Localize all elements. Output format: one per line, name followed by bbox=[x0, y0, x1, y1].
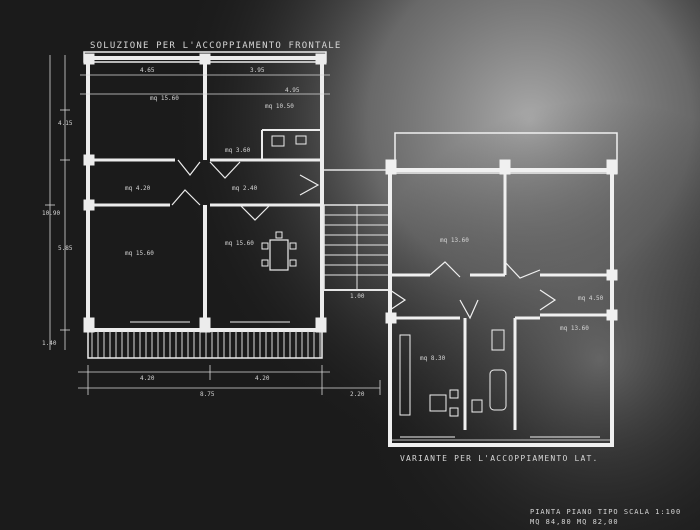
room-label: mq 4.50 bbox=[578, 295, 604, 302]
kitchen-table bbox=[429, 394, 447, 412]
pillar bbox=[315, 317, 327, 333]
dim-bottom-total: 8.75 bbox=[200, 391, 215, 398]
dim-hall: 1.00 bbox=[350, 293, 365, 300]
room-label: mq 15.60 bbox=[125, 250, 154, 257]
left-plan bbox=[83, 51, 327, 359]
dim-left-3: 5.85 bbox=[58, 245, 73, 252]
door-swing bbox=[504, 261, 541, 279]
chair bbox=[289, 259, 297, 267]
pillar bbox=[385, 312, 397, 324]
kitchen-counter bbox=[399, 334, 411, 416]
bathtub bbox=[489, 369, 507, 411]
door-swing bbox=[539, 289, 557, 311]
caption-line-1: PIANTA PIANO TIPO SCALA 1:100 bbox=[530, 508, 681, 516]
pillar bbox=[385, 159, 397, 175]
room-label: mq 2.40 bbox=[232, 185, 258, 192]
pillar bbox=[83, 53, 95, 65]
door-swing bbox=[171, 189, 201, 206]
dim-bottom-1: 4.20 bbox=[140, 375, 155, 382]
room-label: mq 13.60 bbox=[440, 237, 469, 244]
dim-left-1: 4.15 bbox=[58, 120, 73, 127]
room-label: mq 15.60 bbox=[150, 95, 179, 102]
bath-fixture bbox=[271, 135, 285, 147]
pillar bbox=[606, 309, 618, 321]
pillar bbox=[83, 199, 95, 211]
dim-top-1: 4.65 bbox=[140, 67, 155, 74]
dim-top-2: 3.95 bbox=[250, 67, 265, 74]
door-swing bbox=[429, 261, 461, 278]
balcony bbox=[87, 329, 323, 359]
chair bbox=[449, 389, 459, 399]
pillar bbox=[199, 53, 211, 65]
dim-left-4: 1.40 bbox=[42, 340, 57, 347]
door-swing bbox=[239, 204, 271, 221]
door-swing bbox=[177, 159, 201, 176]
dim-top-3: 4.95 bbox=[285, 87, 300, 94]
chair bbox=[261, 242, 269, 250]
dining-table bbox=[269, 239, 289, 271]
dimension-lines bbox=[45, 55, 381, 395]
pillar bbox=[83, 317, 95, 333]
pillar bbox=[199, 317, 211, 333]
chair bbox=[261, 259, 269, 267]
entry-door-swing bbox=[299, 174, 320, 196]
pillar bbox=[83, 154, 95, 166]
pillar bbox=[606, 269, 618, 281]
room-label: mq 4.20 bbox=[125, 185, 151, 192]
bath-fixture bbox=[491, 329, 505, 351]
right-plan bbox=[385, 132, 618, 447]
pillar bbox=[315, 53, 327, 65]
door-swing bbox=[459, 299, 479, 320]
room-label: mq 8.30 bbox=[420, 355, 446, 362]
door-swing bbox=[389, 289, 407, 311]
dim-left-2: 10.90 bbox=[42, 210, 60, 217]
drawing-title-bottom: VARIANTE PER L'ACCOPPIAMENTO LAT. bbox=[400, 454, 599, 463]
room-label: mq 3.60 bbox=[225, 147, 251, 154]
room-label: mq 13.60 bbox=[560, 325, 589, 332]
dim-bottom-right: 2.20 bbox=[350, 391, 365, 398]
room-label: mq 15.60 bbox=[225, 240, 254, 247]
bath-fixture bbox=[295, 135, 307, 145]
caption-line-2: MQ 84,80 MQ 82,00 bbox=[530, 518, 619, 526]
chair bbox=[449, 407, 459, 417]
drawing-title-top: SOLUZIONE PER L'ACCOPPIAMENTO FRONTALE bbox=[90, 41, 342, 51]
room-label: mq 10.50 bbox=[265, 103, 294, 110]
door-swing bbox=[209, 161, 241, 179]
right-outer-walls bbox=[388, 168, 614, 447]
dim-bottom-2: 4.20 bbox=[255, 375, 270, 382]
bath-fixture bbox=[471, 399, 483, 413]
pillar bbox=[499, 159, 511, 175]
pillar bbox=[606, 159, 618, 175]
chair bbox=[289, 242, 297, 250]
chair bbox=[275, 231, 283, 239]
